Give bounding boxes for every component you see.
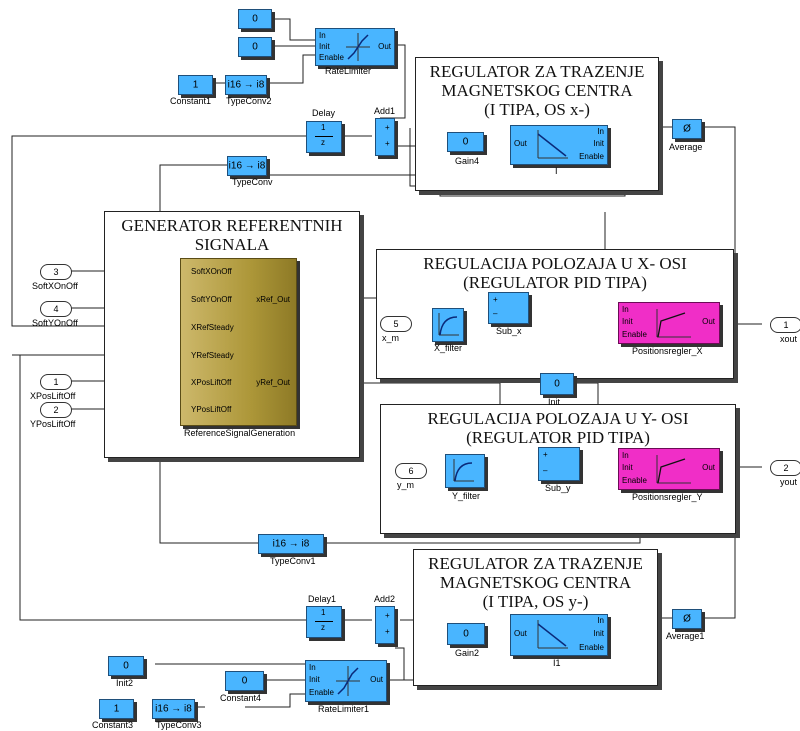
- block-label: TypeConv3: [156, 720, 202, 730]
- inport-x-m[interactable]: 5: [380, 316, 412, 332]
- outport-label: yout: [780, 477, 798, 487]
- init-constant-block[interactable]: 0: [540, 373, 574, 395]
- reference-signal-generation-block[interactable]: SoftXOnOff SoftYOnOff XRefSteady YRefSte…: [180, 258, 297, 426]
- block-label: Positionsregler_X: [632, 346, 703, 356]
- typeconv-block[interactable]: i16 → i8: [227, 156, 267, 176]
- gain-block[interactable]: 0: [447, 132, 484, 152]
- inport-soft-y[interactable]: 4: [40, 301, 72, 317]
- rate-limiter-block[interactable]: In Init Enable Out: [315, 28, 395, 66]
- average-block[interactable]: Ø: [672, 119, 702, 139]
- subtract-block[interactable]: + –: [488, 292, 529, 324]
- integrator-block[interactable]: Out In Init Enable: [510, 614, 608, 656]
- constant-block[interactable]: 0: [238, 37, 272, 57]
- integrator-icon: [537, 620, 568, 649]
- block-label: Init2: [116, 678, 134, 688]
- block-label: Sub_y: [545, 483, 571, 493]
- typeconv-block[interactable]: i16 → i8: [152, 699, 195, 719]
- inport-y-pos-lift[interactable]: 2: [40, 402, 72, 418]
- inport-y-m[interactable]: 6: [395, 463, 427, 479]
- block-label: Average1: [666, 631, 705, 641]
- integrator-icon: [537, 130, 568, 159]
- integrator-block[interactable]: Out In Init Enable: [510, 125, 608, 165]
- inport-label: SoftYOnOff: [32, 318, 78, 328]
- constant-block[interactable]: 0: [225, 671, 264, 691]
- inport-label: YPosLiftOff: [30, 419, 76, 429]
- pid-icon: [656, 309, 691, 338]
- block-label: Average: [669, 142, 703, 152]
- subsystem-title: REGULACIJA POLOZAJA U Y- OSI (REGULATOR …: [427, 409, 689, 447]
- subtract-block[interactable]: + –: [538, 447, 580, 481]
- block-label: Delay: [312, 108, 336, 118]
- block-label: Add2: [374, 594, 396, 604]
- constant-block[interactable]: 0: [108, 656, 144, 676]
- block-label: Add1: [374, 106, 396, 116]
- subsystem-title: REGULACIJA POLOZAJA U X- OSI (REGULATOR …: [423, 254, 687, 292]
- typeconv-block[interactable]: i16 → i8: [225, 75, 267, 95]
- rate-limiter-icon: [336, 666, 360, 696]
- subsystem-x-center-regulator[interactable]: REGULATOR ZA TRAZENJE MAGNETSKOG CENTRA …: [415, 57, 659, 191]
- filter-block[interactable]: [432, 308, 464, 342]
- constant-block[interactable]: 1: [178, 75, 213, 95]
- block-label: RateLimiter: [325, 66, 372, 76]
- inport-label: SoftXOnOff: [32, 281, 78, 291]
- inport-label: XPosLiftOff: [30, 391, 76, 401]
- block-label: Y_filter: [452, 491, 481, 501]
- block-label: Constant3: [92, 720, 134, 730]
- block-label: I: [555, 166, 558, 176]
- block-label: Delay1: [308, 594, 337, 604]
- constant-block[interactable]: 1: [99, 699, 134, 719]
- block-label: I1: [553, 658, 561, 668]
- outport-label: xout: [780, 334, 798, 344]
- inport-x-pos-lift[interactable]: 1: [40, 374, 72, 390]
- block-label: Positionsregler_Y: [632, 492, 703, 502]
- delay-block[interactable]: 1 z: [306, 121, 342, 153]
- inport-label: y_m: [397, 480, 415, 490]
- position-regulator-y-block[interactable]: In Init Enable Out: [618, 448, 720, 490]
- inport-soft-x[interactable]: 3: [40, 264, 72, 280]
- filter-block[interactable]: [445, 454, 485, 488]
- position-regulator-x-block[interactable]: In Init Enable Out: [618, 302, 720, 344]
- block-label: X_filter: [434, 343, 463, 353]
- sum-block[interactable]: + +: [375, 118, 395, 156]
- block-label: Constant1: [170, 96, 212, 106]
- block-label: Sub_x: [496, 326, 522, 336]
- sum-block[interactable]: + +: [375, 606, 395, 644]
- outport-yout[interactable]: 2: [770, 460, 800, 476]
- delay-block[interactable]: 1 z: [306, 606, 342, 638]
- constant-block[interactable]: 0: [238, 9, 272, 29]
- block-label: Constant4: [220, 693, 262, 703]
- filter-icon: [438, 313, 459, 336]
- block-label: TypeConv: [232, 177, 273, 187]
- block-label: RateLimiter1: [318, 704, 370, 714]
- block-label: TypeConv1: [270, 556, 316, 566]
- typeconv-block[interactable]: i16 → i8: [258, 534, 324, 554]
- block-label: ReferenceSignalGeneration: [184, 428, 296, 438]
- block-label: Gain4: [455, 156, 480, 166]
- average-block[interactable]: Ø: [672, 609, 702, 629]
- outport-xout[interactable]: 1: [770, 317, 800, 333]
- block-label: TypeConv2: [226, 96, 272, 106]
- gain-block[interactable]: 0: [447, 623, 485, 645]
- pid-icon: [656, 455, 691, 484]
- filter-icon: [453, 459, 474, 482]
- block-label: Init: [548, 397, 561, 407]
- inport-label: x_m: [382, 333, 400, 343]
- block-label: Gain2: [455, 648, 480, 658]
- subsystem-title: GENERATOR REFERENTNIH SIGNALA: [121, 216, 343, 254]
- subsystem-title: REGULATOR ZA TRAZENJE MAGNETSKOG CENTRA …: [429, 62, 645, 119]
- rate-limiter-block[interactable]: In Init Enable Out: [305, 660, 387, 702]
- subsystem-title: REGULATOR ZA TRAZENJE MAGNETSKOG CENTRA …: [428, 554, 643, 611]
- rate-limiter-icon: [346, 33, 370, 61]
